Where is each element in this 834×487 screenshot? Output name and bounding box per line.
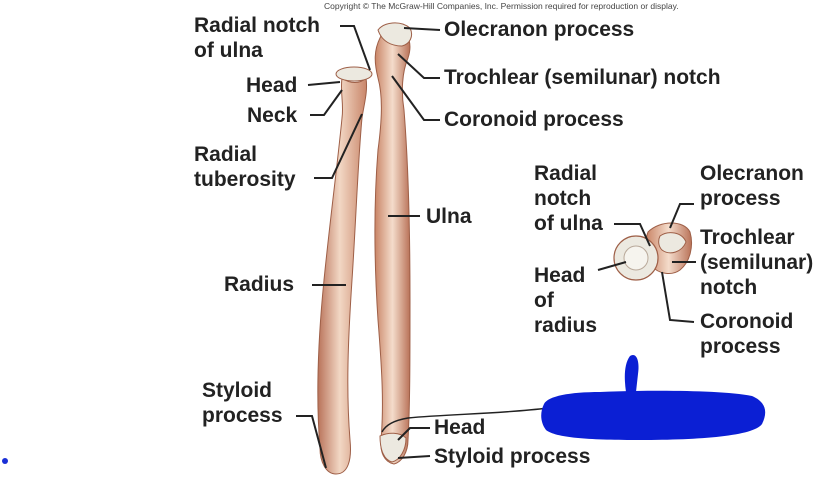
leader-coronoid [391,75,440,121]
inset-proximal-view [613,222,693,281]
label-coronoid: Coronoid process [444,108,624,131]
inset-radial-notch-line1: Radial [534,162,597,185]
label-radial-notch-line1: Radial notch [194,14,320,37]
leader-styloid-lower [397,455,431,459]
inset-trochlear-line3: notch [700,276,757,299]
inset-olecranon-line2: process [700,187,781,210]
leader-inset-head-radius [597,261,627,271]
label-radial-notch-line2: of ulna [194,39,263,62]
inset-olecranon-line1: Olecranon [700,162,804,185]
label-styloid-lower: Styloid process [434,445,590,468]
leader-radial-notch [340,25,371,71]
inset-radial-notch-line3: of ulna [534,212,603,235]
label-styloid-line1: Styloid [202,379,272,402]
label-ulna: Ulna [426,205,472,228]
copyright-text: Copyright © The McGraw-Hill Companies, I… [324,1,679,11]
leader-neck [310,89,343,116]
label-head: Head [246,74,297,97]
inset-radial-notch-line2: notch [534,187,591,210]
bullet-dot [2,458,8,464]
leader-styloid-left [296,415,327,469]
label-radial-tuberosity-line1: Radial [194,143,257,166]
inset-trochlear-line2: (semilunar) [700,251,813,274]
label-radial-tuberosity-line2: tuberosity [194,168,296,191]
inset-head-radius-line3: radius [534,314,597,337]
inset-trochlear-line1: Trochlear [700,226,795,249]
label-head-lower: Head [434,416,485,439]
inset-head-radius-line1: Head [534,264,585,287]
leader-olecranon [403,27,441,31]
inset-head-radius-line2: of [534,289,555,312]
blue-scribble-annotation [381,354,766,440]
leader-head-lower [397,427,430,441]
label-neck: Neck [247,104,298,127]
leader-head [307,81,341,86]
label-radius: Radius [224,273,294,296]
inset-coronoid-line1: Coronoid [700,310,793,333]
label-olecranon: Olecranon process [444,18,634,41]
leader-inset-radial-notch [614,223,651,247]
leader-inset-coronoid [661,271,695,323]
label-trochlear: Trochlear (semilunar) notch [444,66,721,89]
leader-trochlear [397,53,440,79]
inset-coronoid-line2: process [700,335,781,358]
label-styloid-line2: process [202,404,283,427]
leader-radial-tuberosity [314,113,363,179]
leader-inset-olecranon [669,203,694,229]
